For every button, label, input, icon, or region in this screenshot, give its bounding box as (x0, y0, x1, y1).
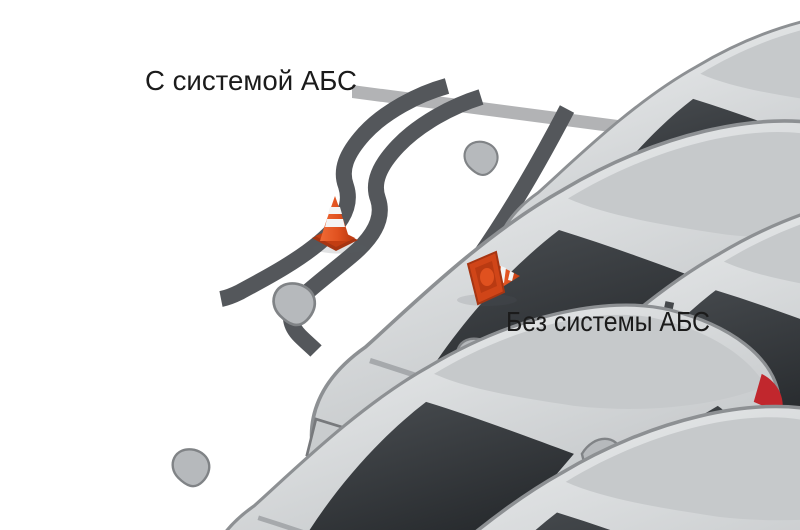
abs-skid-marks (219, 78, 484, 357)
cone-stripe (328, 207, 342, 214)
skid-mark-abs-right (282, 89, 484, 357)
cone-stripe (508, 271, 514, 281)
label-with-abs: С системой АБС (145, 65, 357, 96)
label-without-abs: Без системы АБС (506, 306, 710, 337)
traffic-cone-knocked (457, 250, 520, 306)
skid-mark-abs-left (219, 78, 450, 307)
cone-stripe (325, 219, 345, 227)
traffic-cone-standing (312, 196, 367, 254)
